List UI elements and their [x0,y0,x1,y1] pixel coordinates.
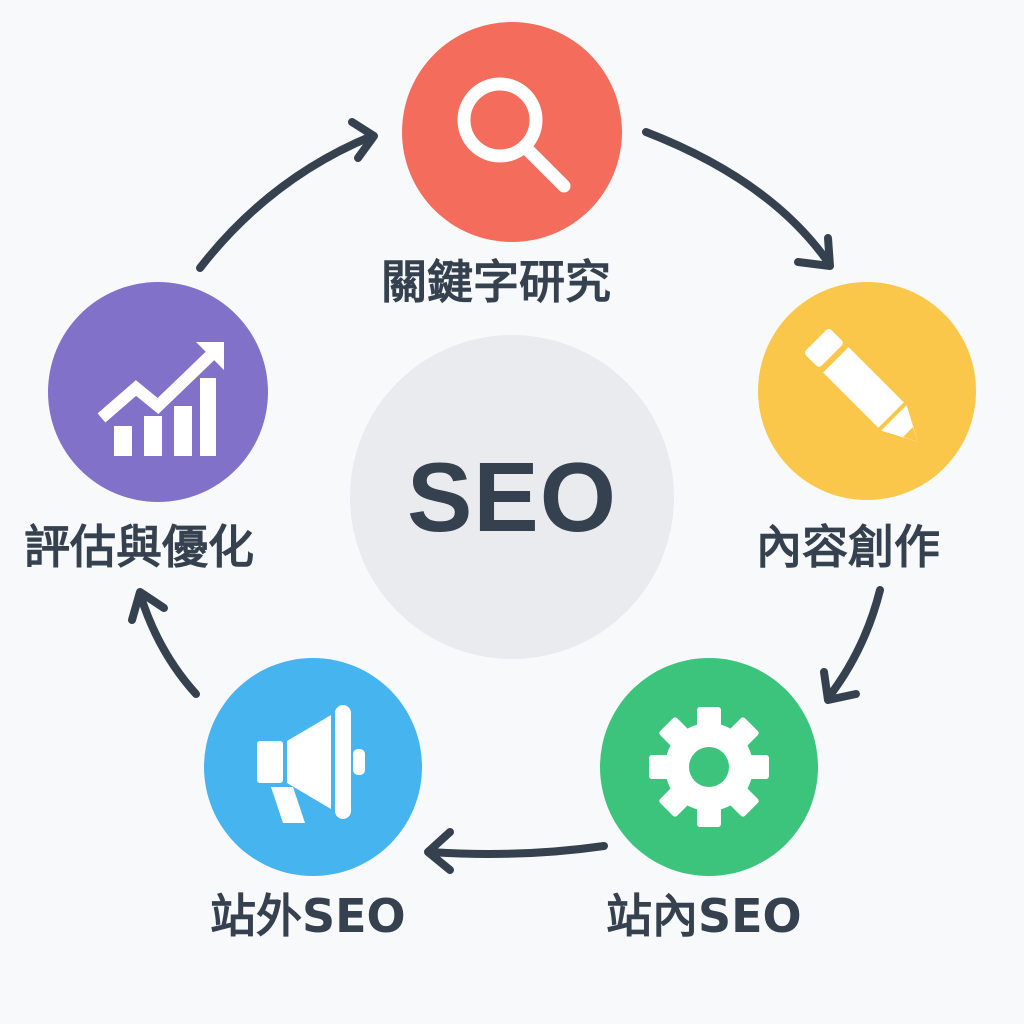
step-content-creation-circle [758,282,976,500]
step-keyword-research-label: 關鍵字研究 [381,255,611,309]
gear-icon [649,707,769,827]
step-evaluate-optimize-circle [48,282,268,502]
step-keyword-research-circle [402,22,622,242]
step-offpage-seo-circle [204,658,422,876]
center-title: SEO [407,441,617,552]
arrow-content-to-onpage [820,586,884,704]
growth-chart-icon [97,342,224,456]
step-evaluate-optimize-label: 評估與優化 [24,520,254,574]
step-onpage-seo-circle [600,658,818,876]
step-offpage-seo-label: 站外SEO [210,889,406,943]
center-circle: SEO [350,335,674,659]
pencil-icon [805,329,918,442]
arrow-onpage-to-offpage [424,828,608,874]
magnifier-icon [457,77,571,193]
arrow-offpage-to-evaluate [128,588,200,698]
step-onpage-seo-label: 站內SEO [606,889,802,943]
arrow-evaluate-to-keyword [196,118,378,272]
arrow-keyword-to-content [642,128,834,270]
megaphone-icon [257,705,365,823]
step-content-creation-label: 內容創作 [756,520,940,574]
